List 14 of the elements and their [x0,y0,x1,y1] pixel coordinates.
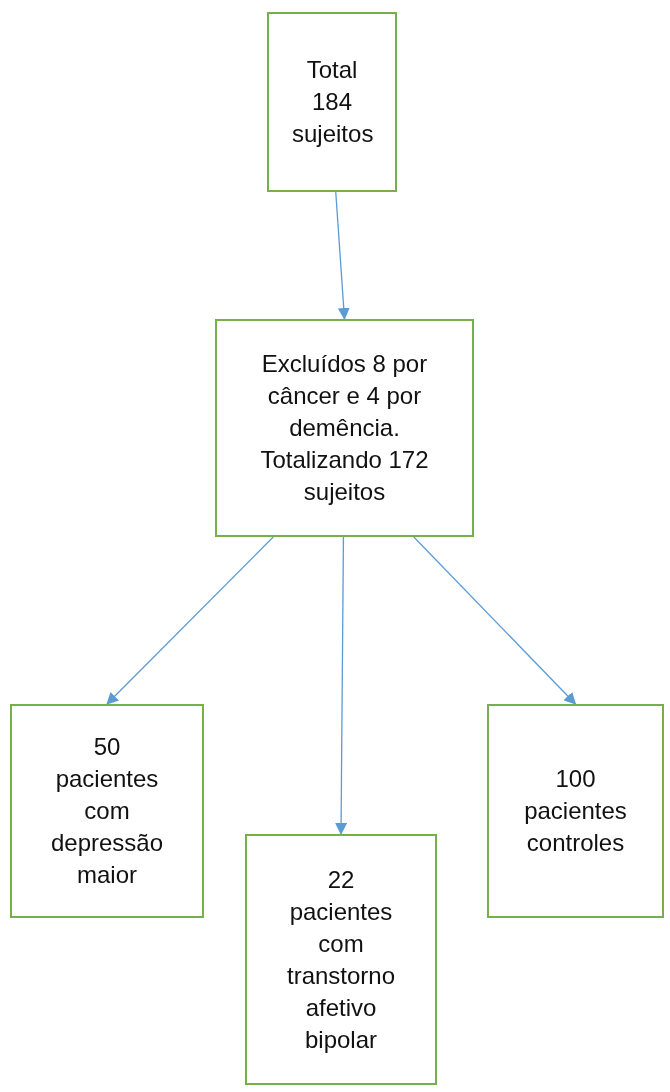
process-box [267,12,397,192]
process-box [245,834,437,1085]
box-text: Total 184 sujeitos [292,55,372,149]
process-box [215,319,474,537]
process-box [10,704,204,918]
arrow [335,191,350,320]
arrow [335,536,348,835]
box-text: 22 pacientes com transtorno afetivo bipolar [285,864,397,1055]
box-text: 100 pacientes controles [523,764,628,858]
box-text: 50 pacientes com depressão maior [49,732,165,890]
box-text: Excluídos 8 por câncer e 4 por demência. Totalizando 172 sujeitos [259,349,430,507]
arrow [413,536,577,705]
arrow [106,536,274,705]
process-box [487,704,664,918]
